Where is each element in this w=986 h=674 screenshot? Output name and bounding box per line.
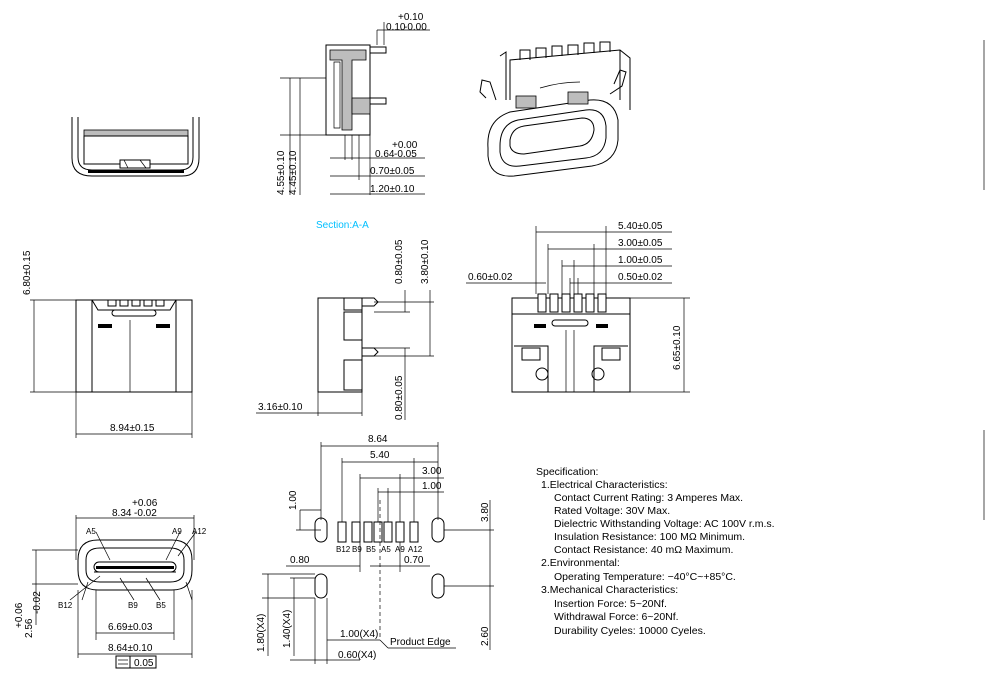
dim-top-050: 0.50±0.02 [618,272,663,283]
rear-view [71,117,200,177]
dim-front-894: 8.94±0.15 [110,423,155,434]
dim-fp-260: 2.60 [480,626,491,646]
dim-fp-380: 3.80 [480,502,491,522]
dim-side-064: 0.64 [375,149,395,160]
dim-fp-180: 1.80(X4) [256,614,267,652]
dim-top-665: 6.65±0.10 [672,325,683,370]
dim-fp-100x4: 1.00(X4) [340,629,378,640]
isometric-view [479,41,631,177]
dim-end-flatness: 0.05 [134,658,154,669]
dim-side-top-minus: -0.00 [404,22,427,33]
fp-pin-a12: A12 [408,545,423,554]
dim-fp-140: 1.40(X4) [282,610,293,648]
dim-side-064-plus: +0.00 [392,140,418,151]
dim-side-070: 0.70±0.05 [370,166,415,177]
dim-fp-070: 0.70 [404,555,424,566]
fp-pin-a9: A9 [395,545,405,554]
dim-fp-080: 0.80 [290,555,310,566]
fp-pin-b9: B9 [352,545,362,554]
spec-insertion-force: Insertion Force: 5~20Nf. [554,598,667,610]
dim-end-864: 8.64±0.10 [108,643,153,654]
product-edge-label: Product Edge [390,637,451,648]
dim-end-834-plus: +0.06 [132,498,158,509]
spec-contact-resistance: Contact Resistance: 40 mΩ Maximum. [554,544,733,556]
section-side-view [256,290,434,420]
side-section-view [280,22,430,195]
pin-a5: A5 [86,527,96,536]
section-label: Section:A-A [316,220,369,231]
footprint-view [262,442,494,664]
spec-rated-voltage: Rated Voltage: 30V Max. [554,505,670,517]
dim-side-455: 4.55±0.10 [276,150,287,195]
spec-insulation: Insulation Resistance: 100 MΩ Minimum. [554,531,745,543]
pin-a9: A9 [172,527,182,536]
pin-b12: B12 [58,601,73,610]
dim-side-top: 0.10 [386,22,406,33]
dim-top-060: 0.60±0.02 [468,272,513,283]
dim-fp-540: 5.40 [370,450,390,461]
spec-dielectric: Dielectric Withstanding Voltage: AC 100V… [554,518,775,530]
dim-end-669: 6.69±0.03 [108,622,153,633]
dim-fp-100v: 1.00 [288,490,299,510]
dim-end-834-minus: -0.02 [134,508,157,519]
dim-fp-060x4: 0.60(X4) [338,650,376,661]
dim-top-540: 5.40±0.05 [618,221,663,232]
front-view [30,299,193,438]
dim-front-680: 6.80±0.15 [22,250,33,295]
spec-title: Specification: [536,466,598,478]
dim-side-445: 4.45±0.10 [288,150,299,195]
dim-fp-100: 1.00 [422,481,442,492]
dim-fp-300: 3.00 [422,466,442,477]
dim-side-064-minus: -0.05 [394,149,417,160]
specification-block: Specification: 1.Electrical Characterist… [536,466,775,637]
dim-end-256-minus: -0.02 [32,591,43,614]
end-view [32,515,197,669]
pin-a12: A12 [192,527,207,536]
spec-mechanical: 3.Mechanical Characteristics: [541,584,678,596]
spec-electrical: 1.Electrical Characteristics: [541,479,668,491]
spec-withdrawal-force: Withdrawal Force: 6~20Nf. [554,611,679,623]
dim-fp-864: 8.64 [368,434,388,445]
dim-sec-380: 3.80±0.10 [420,239,431,284]
dim-sec-080-top: 0.80±0.05 [394,239,405,284]
dim-end-256-plus: +0.06 [14,602,25,628]
spec-operating-temp: Operating Temperature: −40°C~+85°C. [554,571,736,583]
spec-environmental: 2.Environmental: [541,557,620,569]
fp-pin-a5: A5 [381,545,391,554]
dim-top-100: 1.00±0.05 [618,255,663,266]
dim-sec-080-bot: 0.80±0.05 [394,375,405,420]
spec-durability: Durability Cyeles: 10000 Cyeles. [554,625,706,637]
spec-current-rating: Contact Current Rating: 3 Amperes Max. [554,492,743,504]
fp-pin-b12: B12 [336,545,351,554]
dim-side-top-plus: +0.10 [398,12,424,23]
dim-end-256: 2.56 [24,618,35,638]
dim-end-834: 8.34 [112,508,132,519]
pin-b5: B5 [156,601,166,610]
dim-side-120: 1.20±0.10 [370,184,415,195]
dim-sec-316: 3.16±0.10 [258,402,303,413]
pin-b9: B9 [128,601,138,610]
dim-top-300: 3.00±0.05 [618,238,663,249]
fp-pin-b5: B5 [366,545,376,554]
top-view [466,226,690,393]
